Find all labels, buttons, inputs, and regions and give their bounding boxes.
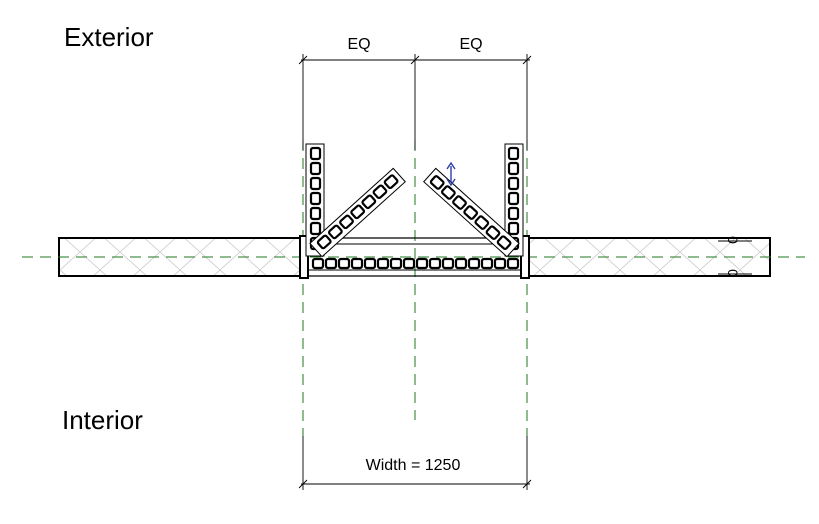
- slat: [383, 174, 399, 190]
- slat: [376, 257, 390, 270]
- right-side-panel[interactable]: [504, 143, 524, 257]
- slat: [507, 176, 520, 191]
- slat: [309, 206, 322, 221]
- slat: [507, 221, 520, 236]
- slat: [507, 146, 520, 161]
- slat: [309, 176, 322, 191]
- slat: [507, 161, 520, 176]
- slat: [402, 257, 416, 270]
- right-panel-slats: [507, 146, 520, 251]
- eq-label-right: EQ: [459, 36, 482, 53]
- width-dimension[interactable]: [298, 436, 532, 490]
- slat: [429, 175, 445, 190]
- wall-tag-bottom: 0: [725, 269, 741, 277]
- slat: [441, 185, 456, 200]
- right-door-leaf[interactable]: [423, 167, 520, 258]
- eq-dimension[interactable]: [298, 54, 532, 150]
- flip-arrows-icon[interactable]: [446, 161, 456, 187]
- eq-label-left: EQ: [347, 36, 370, 53]
- slat: [428, 257, 442, 270]
- slat: [415, 257, 429, 270]
- slat: [309, 146, 322, 161]
- slat: [309, 221, 322, 236]
- slat: [311, 257, 325, 270]
- slat: [454, 257, 468, 270]
- slat: [389, 257, 403, 270]
- slat: [337, 257, 351, 270]
- slat: [316, 234, 332, 250]
- slat: [324, 257, 338, 270]
- slat: [474, 215, 490, 230]
- slat: [441, 257, 455, 270]
- slat: [339, 214, 354, 230]
- slat: [327, 224, 343, 240]
- left-door-leaf[interactable]: [309, 167, 406, 258]
- slat: [467, 257, 481, 270]
- slat: [480, 257, 494, 270]
- slat: [363, 257, 377, 270]
- slat: [309, 161, 322, 176]
- slat: [485, 225, 501, 240]
- slat: [372, 184, 388, 200]
- slat: [309, 191, 322, 206]
- slat: [452, 195, 467, 210]
- interior-label: Interior: [62, 405, 143, 435]
- exterior-label: Exterior: [64, 22, 154, 52]
- slat: [507, 191, 520, 206]
- slat: [493, 257, 507, 270]
- slat: [507, 206, 520, 221]
- slat: [361, 194, 377, 210]
- slat: [463, 205, 479, 220]
- width-label: Width = 1250: [366, 457, 461, 474]
- left-panel-slats: [309, 146, 322, 251]
- slat: [506, 257, 520, 270]
- slat: [350, 257, 364, 270]
- slat: [496, 235, 512, 250]
- wall-end-tags: [718, 240, 752, 275]
- wall-tag-top: 0: [725, 236, 741, 244]
- slat: [350, 204, 366, 220]
- threshold-slats: [311, 257, 520, 270]
